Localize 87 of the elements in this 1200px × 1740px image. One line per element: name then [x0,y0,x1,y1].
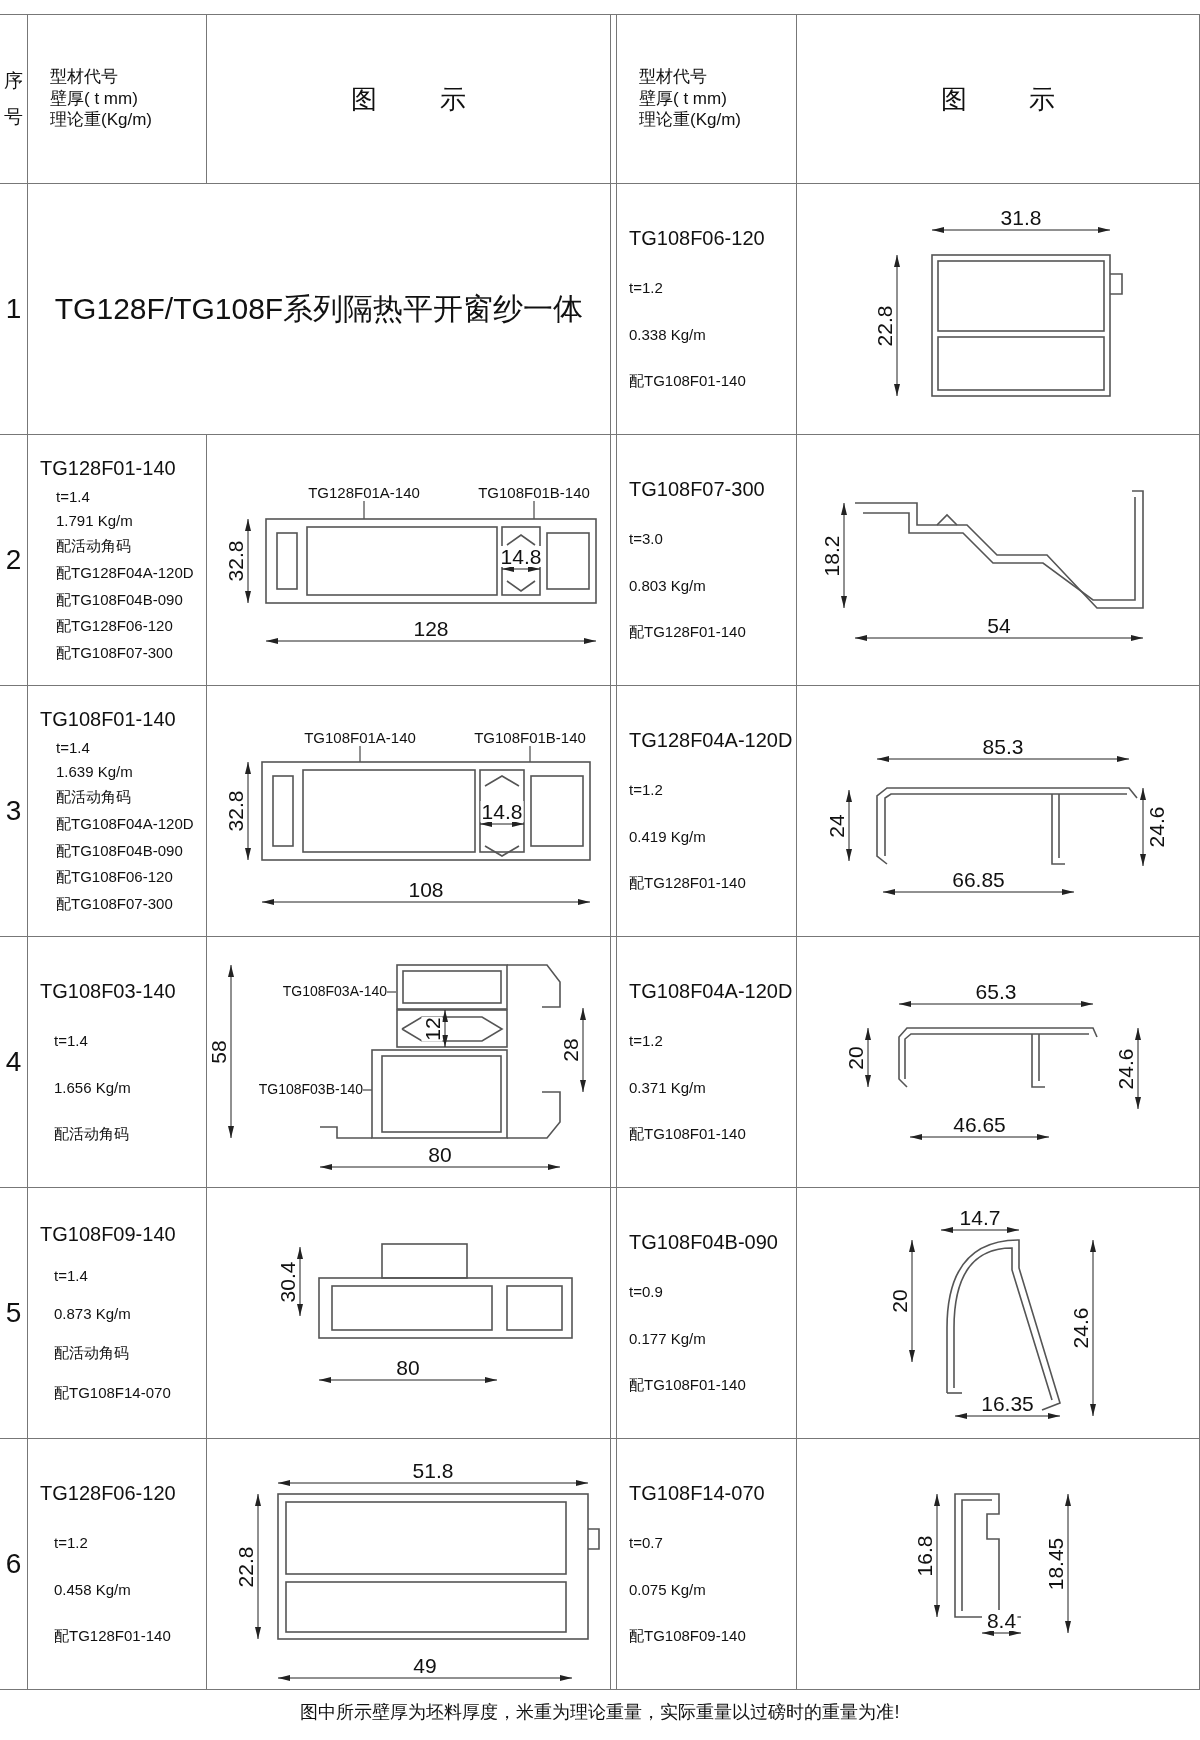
spec-text: 0.458 Kg/m [53,1580,131,1598]
spec-text: 配TG108F14-070 [53,1383,171,1403]
spec-text: 0.419 Kg/m [629,827,706,845]
footnote: 图中所示壁厚为坯料厚度，米重为理论重量，实际重量以过磅时的重量为准! [299,1701,901,1724]
spec-text: 配TG108F04B-090 [55,841,183,861]
leader-line [386,991,397,993]
profile-code: TG128F01-140 [40,456,176,480]
spec-text: 配TG108F09-140 [629,1626,746,1646]
profile-code: TG108F04B-090 [629,1231,778,1255]
spec-text: 配TG108F01-140 [629,1375,746,1395]
part-label: TG108F03A-140 [282,984,387,1000]
spec-text: 配TG108F07-300 [55,644,173,664]
row-number: 1 [5,293,22,325]
spec-text: 配TG108F04B-090 [55,590,183,610]
spec-text: 配活动角码 [53,1343,129,1363]
spec-text: t=1.4 [55,487,90,505]
spec-text: 配TG128F04A-120D [55,563,194,583]
spec-text: t=0.9 [629,1283,663,1301]
spec-text: t=1.2 [53,1534,88,1552]
series-title: TG128F/TG108F系列隔热平开窗纱一体 [54,290,584,327]
spec-text: 0.873 Kg/m [53,1305,131,1323]
leader-line [359,745,361,763]
row-number: 3 [5,795,22,827]
profile-code: TG128F06-120 [40,1482,176,1506]
column-header: 壁厚( t mm) [639,88,728,110]
spec-text: t=1.4 [53,1267,88,1285]
spec-text: 0.075 Kg/m [629,1580,706,1598]
column-header: 理论重(Kg/m) [639,110,742,131]
leader-line [533,500,535,520]
column-header: 型材代号 [50,67,119,88]
leader-line [363,500,365,520]
profile-code: TG108F01-140 [40,707,176,731]
part-label: TG108F01A-140 [304,729,416,746]
profile-code: TG108F09-140 [40,1223,176,1247]
dimension-label: 12 [421,1015,443,1042]
spec-text: t=3.0 [629,530,663,548]
spec-text: t=1.2 [629,279,663,297]
part-label: TG108F01B-140 [478,484,590,501]
row-number: 5 [5,1297,22,1329]
column-header: 理论重(Kg/m) [50,110,153,131]
spec-text: 1.791 Kg/m [55,512,133,530]
profile-code: TG108F07-300 [629,478,765,502]
spec-text: 0.803 Kg/m [629,576,706,594]
profile-drawing [261,761,591,861]
spec-text: 1.656 Kg/m [53,1078,131,1096]
spec-text: 配活动角码 [55,537,131,557]
spec-text: 1.639 Kg/m [55,763,133,781]
profile-code: TG108F14-070 [629,1482,765,1506]
spec-text: t=1.4 [53,1032,88,1050]
profile-code: TG108F04A-120D [629,980,793,1004]
spec-text: 配TG108F04A-120D [55,814,194,834]
spec-text: 0.177 Kg/m [629,1329,706,1347]
spec-text: t=1.2 [629,781,663,799]
spec-text: t=0.7 [629,1534,663,1552]
spec-text: 配活动角码 [55,788,131,808]
spec-text: t=1.4 [55,738,90,756]
column-header: 壁厚( t mm) [50,88,139,110]
spec-text: 配TG128F01-140 [629,622,746,642]
profile-code: TG108F03-140 [40,980,176,1004]
spec-text: 0.371 Kg/m [629,1078,706,1096]
profile-code: TG128F04A-120D [629,729,793,753]
spec-text: 配TG128F01-140 [629,873,746,893]
spec-text: 配TG128F01-140 [53,1626,171,1646]
dimension-label: 14.8 [499,546,543,567]
spec-text: 配TG108F07-300 [55,895,173,915]
spec-text: 配TG108F01-140 [629,371,746,391]
part-label: TG108F03B-140 [258,1082,363,1098]
spec-text: 配TG128F06-120 [55,617,173,637]
dimension-label: 8.4 [985,1610,1018,1631]
leader-line [362,1089,373,1091]
column-header: 序号 [4,68,23,129]
part-label: TG108F01B-140 [474,729,586,746]
spec-text: 配活动角码 [53,1124,129,1144]
column-header: 型材代号 [639,67,708,88]
spec-text: 0.338 Kg/m [629,325,706,343]
row-number: 2 [5,544,22,576]
profile-code: TG108F06-120 [629,227,765,251]
leader-line [529,745,531,763]
part-label: TG128F01A-140 [308,484,420,501]
spec-text: t=1.2 [629,1032,663,1050]
column-header: 图示 [940,82,1118,116]
column-header: 图示 [351,82,529,116]
row-number: 6 [5,1548,22,1580]
profile-drawing [265,518,597,604]
spec-text: 配TG108F01-140 [629,1124,746,1144]
row-number: 4 [5,1046,22,1078]
spec-text: 配TG108F06-120 [55,868,173,888]
